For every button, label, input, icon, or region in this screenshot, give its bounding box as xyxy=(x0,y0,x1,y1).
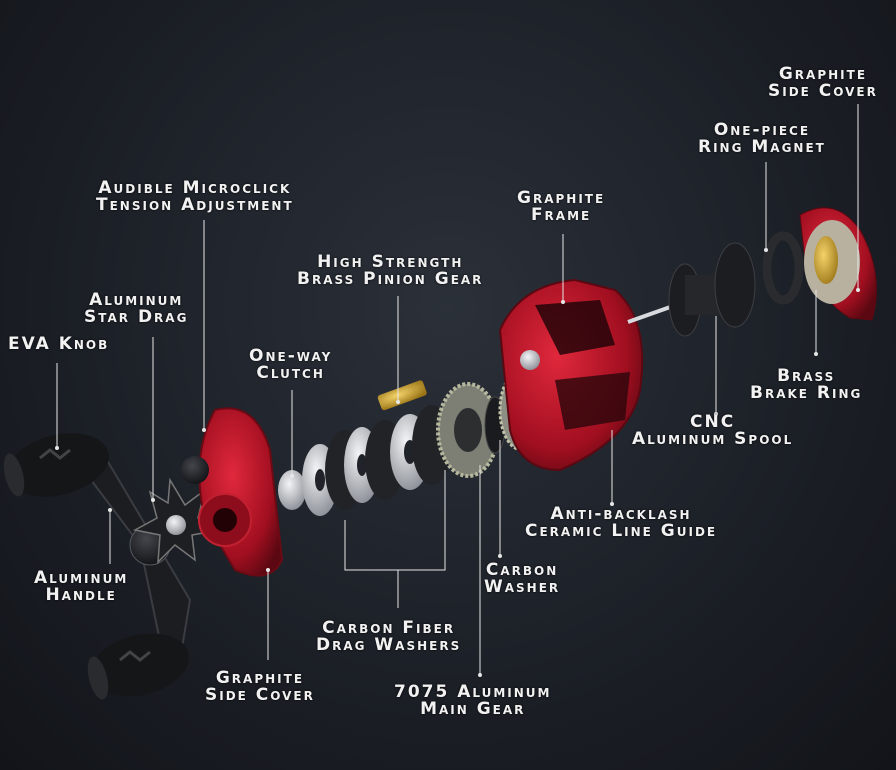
label-cnc-aluminum-spool: CNC Aluminum Spool xyxy=(632,414,793,448)
label-line: Handle xyxy=(34,587,128,604)
right-side-cover-part xyxy=(800,208,876,320)
label-carbon-washer: Carbon Washer xyxy=(484,562,560,596)
label-aluminum-star-drag: Aluminum Star Drag xyxy=(84,292,188,326)
label-line: Ring Magnet xyxy=(698,139,826,156)
pinion-gear-part xyxy=(377,380,428,411)
label-aluminum-main-gear: 7075 Aluminum Main Gear xyxy=(394,684,552,718)
label-line: EVA Knob xyxy=(8,336,109,353)
label-carbon-fiber-drag-washers: Carbon Fiber Drag Washers xyxy=(316,620,461,654)
label-line: Frame xyxy=(517,207,605,224)
label-line: Ceramic Line Guide xyxy=(525,523,717,540)
label-brass-brake-ring: Brass Brake Ring xyxy=(750,368,862,402)
spool-part xyxy=(669,243,755,336)
drag-washers-part xyxy=(302,405,452,516)
label-one-piece-ring-magnet: One-piece Ring Magnet xyxy=(698,122,826,156)
label-line: Drag Washers xyxy=(316,637,461,654)
label-anti-backlash-guide: Anti-backlash Ceramic Line Guide xyxy=(525,506,717,540)
label-audible-microclick: Audible Microclick Tension Adjustment xyxy=(96,180,294,214)
label-graphite-side-cover-left: Graphite Side Cover xyxy=(205,670,315,704)
label-line: Washer xyxy=(484,579,560,596)
label-line: Brake Ring xyxy=(750,385,862,402)
label-line: Side Cover xyxy=(205,687,315,704)
label-eva-knob: EVA Knob xyxy=(8,336,109,353)
label-line: Tension Adjustment xyxy=(96,197,294,214)
label-line: Side Cover xyxy=(768,83,878,100)
graphite-frame-part xyxy=(500,280,642,470)
eva-knob-top xyxy=(0,423,116,506)
label-high-strength-pinion: High Strength Brass Pinion Gear xyxy=(297,254,483,288)
label-line: Clutch xyxy=(249,365,332,382)
label-graphite-side-cover-right: Graphite Side Cover xyxy=(768,66,878,100)
label-line: Star Drag xyxy=(84,309,188,326)
label-line: Brass Pinion Gear xyxy=(297,271,483,288)
label-line: Aluminum Spool xyxy=(632,431,793,448)
label-aluminum-handle: Aluminum Handle xyxy=(34,570,128,604)
ring-magnet-part xyxy=(767,236,799,300)
label-graphite-frame: Graphite Frame xyxy=(517,190,605,224)
left-side-cover-part xyxy=(181,408,282,575)
label-line: Main Gear xyxy=(394,701,552,718)
label-one-way-clutch: One-way Clutch xyxy=(249,348,332,382)
